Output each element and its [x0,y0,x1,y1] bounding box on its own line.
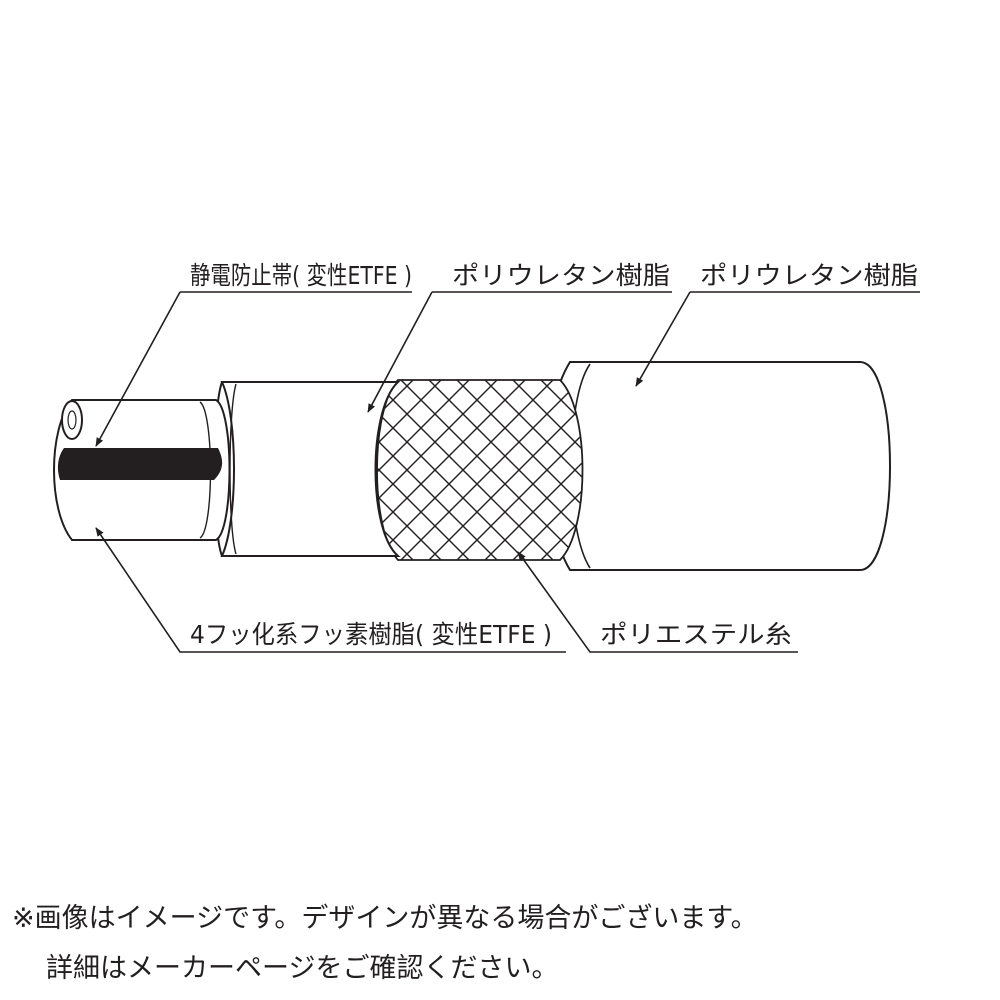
braid-strand [535,380,583,560]
leader-antistatic-band [96,291,412,446]
leader-lines [95,291,920,653]
leader-outer-layer [636,291,920,386]
inner-etfe-tube [53,399,231,541]
middle-polyurethane-layer [213,381,401,557]
antistatic-band [57,448,223,480]
label-inner-tube: 4フッ化系フッ素樹脂( 変性ETFE ) [190,620,552,649]
braid-strand [377,380,503,560]
braid-strand [377,380,419,560]
braid-strand [479,380,583,560]
disclaimer-line-2: 詳細はメーカーページをご確認ください。 [46,953,559,984]
label-outer-layer: ポリウレタン樹脂 [700,261,918,290]
braid-strand [451,380,583,560]
disclaimer-line-1: ※画像はイメージです。デザインが異なる場合がございます。 [12,903,758,934]
outer-polyurethane-layer [546,361,891,571]
braid-strand [377,380,531,560]
braid-strand [377,380,447,560]
leader-middle-layer [368,291,672,412]
label-antistatic-band: 静電防止帯( 変性ETFE ) [190,261,412,290]
braid-strand [377,380,419,560]
braid-strand [395,380,583,560]
braid-strand [377,380,447,560]
leader-reinforcement [517,551,798,653]
leader-inner-tube [95,527,566,653]
braid-strand [377,380,475,560]
braid-strand [377,380,559,560]
braid-strand [507,380,583,560]
label-middle-layer: ポリウレタン樹脂 [452,261,670,290]
braid-strand [535,380,583,560]
braid-strand [507,380,583,560]
label-reinforcement: ポリエステル糸 [600,620,792,649]
